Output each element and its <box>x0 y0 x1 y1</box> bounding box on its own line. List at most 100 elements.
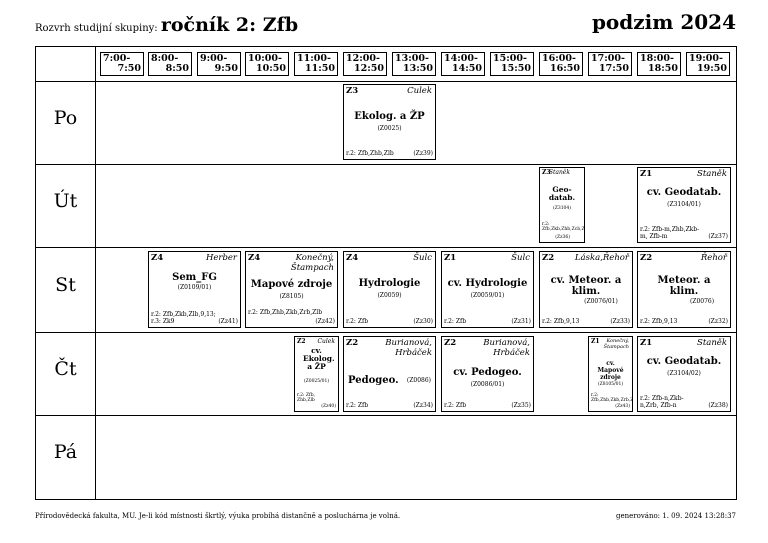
course-teacher: Konečný, Štampach <box>603 338 629 350</box>
course-group: Z4 <box>248 253 261 263</box>
header-divider <box>36 81 736 82</box>
course-code: (Zz32) <box>708 318 728 325</box>
hour-cell: 11:00-11:50 <box>294 52 338 76</box>
course-card[interactable]: Z4 Šulc Hydrologie (Z0059) r.2: Zfb (Zz3… <box>343 251 436 328</box>
course-code: (Zz31) <box>511 318 531 325</box>
title-prefix: Rozvrh studijní skupiny: <box>35 23 158 34</box>
hour-cell: 13:00-13:50 <box>392 52 436 76</box>
course-card[interactable]: Z2 Burianová, Hrbáček Pedogeo. (Z0086) r… <box>343 336 436 412</box>
course-room: (Z0086/01) <box>470 381 505 388</box>
course-card[interactable]: Z1 Staněk cv. Geodatab. (Z3104/01) r.2: … <box>637 167 731 243</box>
course-card[interactable]: Z2 Burianová, Hrbáček cv. Pedogeo. (Z008… <box>441 336 534 412</box>
course-teacher: Burianová, Hrbáček <box>483 338 530 358</box>
course-room: (Z8105) <box>279 293 304 300</box>
course-room: (Z0025) <box>377 125 402 132</box>
course-name: cv. Geodatab. <box>646 187 722 198</box>
course-name: Hydrologie <box>358 278 421 289</box>
course-group: Z4 <box>346 253 359 263</box>
course-group: Z2 <box>346 338 359 348</box>
course-forms: r.2: Zfb,9,13 <box>542 318 580 325</box>
course-card[interactable]: Z1 Staněk cv. Geodatab. (Z3104/02) r.2: … <box>637 336 731 412</box>
course-name: cv. Mapové zdroje <box>597 360 624 381</box>
course-code: (Zz41) <box>218 318 238 325</box>
course-group: Z2 <box>542 253 555 263</box>
day-label-thursday: Čt <box>54 358 77 380</box>
course-group: Z3 <box>542 169 551 176</box>
course-name: Ekolog. a ŽP <box>354 111 425 122</box>
course-forms: r.2: Zfb <box>444 402 467 409</box>
day-label-tuesday: Út <box>53 190 78 212</box>
course-code: (Zz37) <box>708 233 728 240</box>
course-name: cv. Meteor. a klim. <box>550 275 622 297</box>
course-name: Geo-datab. <box>548 185 576 202</box>
course-teacher: Burianová, Hrbáček <box>385 338 432 358</box>
course-card[interactable]: Z2 Culek cv. Ekolog. a ŽP (Z0025/01) r.2… <box>294 336 339 412</box>
course-code: (Zz42) <box>315 318 335 325</box>
course-teacher: Herber <box>205 253 237 263</box>
course-forms: r.2: Zfb,Zhb,Zkb,Zrb,Zlb <box>591 393 633 403</box>
course-forms: r.2: Zfb, Zhb,Zlb <box>297 393 315 403</box>
course-room: (Z0076/01) <box>584 298 618 305</box>
course-code: (Zz36) <box>555 235 570 240</box>
course-group: Z3 <box>346 86 359 96</box>
course-room: (Z0086) <box>406 377 431 384</box>
course-group: Z2 <box>444 338 457 348</box>
course-group: Z2 <box>297 338 306 345</box>
course-teacher: Šulc <box>511 253 530 263</box>
course-name: cv. Ekolog. a ŽP <box>303 346 335 371</box>
row-divider <box>36 164 736 165</box>
row-divider <box>36 332 736 333</box>
course-card[interactable]: Z3 Staněk Geo-datab. (Z3104) r.2: Zfb,Zk… <box>539 167 585 243</box>
course-room: (Z0076) <box>689 298 715 305</box>
course-teacher: Culek <box>317 338 335 345</box>
course-name: cv. Geodatab. <box>646 356 722 367</box>
course-teacher: Šulc <box>413 253 432 263</box>
course-name: Sem_FG <box>172 272 217 283</box>
row-divider <box>36 415 736 416</box>
course-code: (Zz35) <box>511 402 531 409</box>
course-name: Meteor. a klim. <box>657 275 711 297</box>
hour-cell: 16:00-16:50 <box>539 52 583 76</box>
course-card[interactable]: Z4 Herber Sem_FG (Z0109/01) r.2: Zfb,Zkb… <box>148 251 241 328</box>
footer-note: Přírodovědecká fakulta, MU. Je-li kód mí… <box>35 512 401 520</box>
course-group: Z1 <box>444 253 457 263</box>
group-name: ročník 2: Zfb <box>160 14 299 36</box>
course-name: Mapové zdroje <box>250 279 333 290</box>
day-label-wednesday: St <box>55 274 76 296</box>
course-teacher: Láska,Řehoř <box>574 253 629 263</box>
course-forms: r.2: Zfb,9,13 <box>640 318 678 325</box>
course-code: (Zz39) <box>413 150 433 157</box>
hour-cell: 10:00-10:50 <box>245 52 289 76</box>
day-column-divider <box>95 47 96 499</box>
course-teacher: Řehoř <box>700 253 727 263</box>
course-group: Z4 <box>151 253 164 263</box>
course-forms: r.2: Zfb,Zkb,Zhb,Zcb,Zlb <box>542 222 585 232</box>
page-title: Rozvrh studijní skupiny: ročník 2: Zfb <box>35 14 298 36</box>
course-code: (Zz43) <box>615 404 630 409</box>
course-room: (Z0109/01) <box>177 284 212 291</box>
course-teacher: Staněk <box>697 169 727 179</box>
course-code: (Zz38) <box>708 402 728 409</box>
course-card[interactable]: Z2 Řehoř Meteor. a klim. (Z0076) r.2: Zf… <box>637 251 731 328</box>
course-teacher: Staněk <box>548 169 570 176</box>
course-group: Z2 <box>640 253 653 263</box>
course-card[interactable]: Z4 Konečný, Štampach Mapové zdroje (Z810… <box>245 251 338 328</box>
hour-cell: 9:00-9:50 <box>197 52 241 76</box>
course-card[interactable]: Z3 Culek Ekolog. a ŽP (Z0025) r.2: Zfb,Z… <box>343 84 436 160</box>
course-room: (Z3104) <box>552 206 572 211</box>
hour-cell: 18:00-18:50 <box>637 52 681 76</box>
day-label-friday: Pá <box>53 441 78 463</box>
course-card[interactable]: Z1 Šulc cv. Hydrologie (Z0059/01) r.2: Z… <box>441 251 534 328</box>
course-card[interactable]: Z1 Konečný, Štampach cv. Mapové zdroje (… <box>588 336 633 412</box>
course-card[interactable]: Z2 Láska,Řehoř cv. Meteor. a klim. (Z007… <box>539 251 633 328</box>
course-code: (Zz34) <box>413 402 433 409</box>
course-forms: r.2: Zfb <box>444 318 467 325</box>
course-room: (Z0059) <box>377 292 402 299</box>
course-teacher: Konečný, Štampach <box>290 253 334 273</box>
row-divider <box>36 247 736 248</box>
course-forms: r.2: Zfb,Zkb,Zlb,9,13; r.3: Zk9 <box>151 311 216 325</box>
hour-cell: 7:00-7:50 <box>100 52 144 76</box>
course-room: (Z3104/02) <box>667 370 701 377</box>
course-forms: r.2: Zfb <box>346 402 369 409</box>
course-forms: r.2: Zfb <box>346 318 369 325</box>
